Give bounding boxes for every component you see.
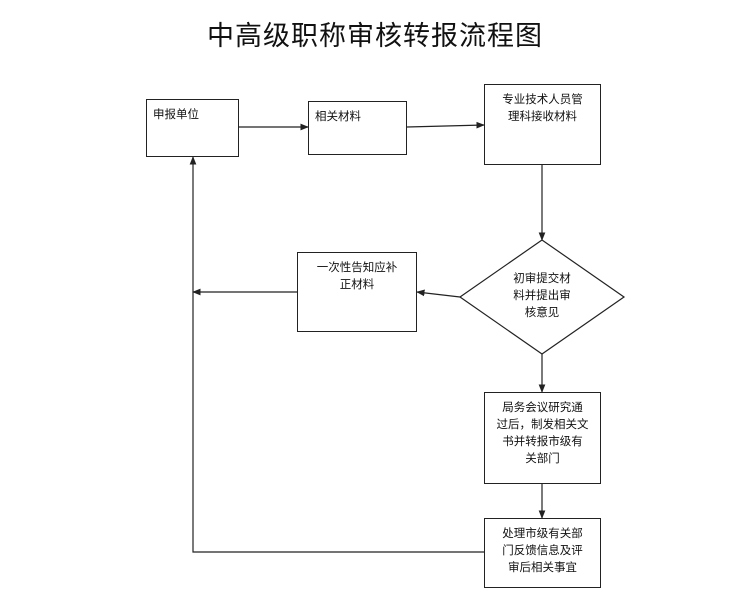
node-feedback-line-1: 处理市级有关部 [502,526,583,540]
decision-diamond [458,239,626,355]
node-meeting-line-2: 过后，制发相关文 [496,417,589,431]
edge-review-to-supplement [416,289,461,298]
node-meeting-line-1: 局务会议研究通 [502,400,583,414]
node-review-line-1: 初审提交材 [513,271,571,285]
node-review-line-2: 料并提出审 [513,288,571,302]
page-title: 中高级职称审核转报流程图 [207,21,543,52]
node-review: 初审提交材 料并提出审 核意见 [492,270,592,321]
node-materials: 相关材料 [308,101,407,155]
node-feedback-line-2: 门反馈信息及评 [502,543,583,557]
node-meeting: 局务会议研究通 过后，制发相关文 书并转报市级有 关部门 [484,392,601,484]
node-supplement-line-2: 正材料 [339,277,375,291]
node-receive-line-1: 专业技术人员管 [502,92,583,106]
node-meeting-line-3: 书并转报市级有 [502,434,583,448]
node-applicant-line-1: 申报单位 [153,107,199,121]
node-review-line-3: 核意见 [524,305,560,319]
node-receive: 专业技术人员管 理科接收材料 [484,84,601,165]
node-meeting-line-4: 关部门 [525,451,560,465]
edge-feedback-to-applicant [189,156,484,553]
edge-materials-to-receive [406,121,485,129]
node-supplement-line-1: 一次性告知应补 [316,260,398,274]
node-feedback: 处理市级有关部 门反馈信息及评 审后相关事宜 [484,518,601,588]
node-supplement: 一次性告知应补 正材料 [297,252,417,332]
node-applicant: 申报单位 [146,99,239,157]
node-feedback-line-3: 审后相关事宜 [508,560,577,574]
node-materials-line-1: 相关材料 [315,109,361,123]
node-receive-line-2: 理科接收材料 [508,109,577,123]
